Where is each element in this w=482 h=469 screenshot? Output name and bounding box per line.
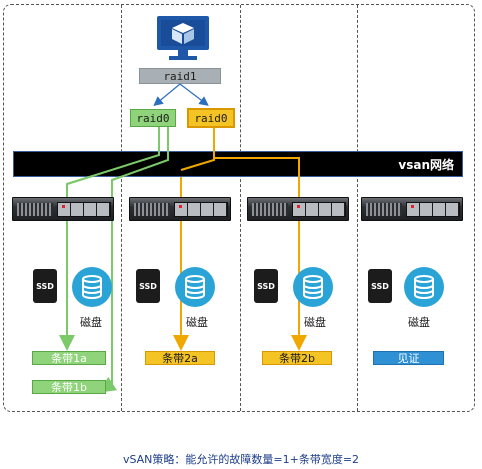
server-icon [129, 197, 231, 221]
ssd-icon: SSD [33, 269, 57, 303]
vsan-network-bar: vsan网络 [13, 151, 463, 177]
host-divider-1 [121, 5, 122, 411]
witness: 见证 [373, 351, 444, 365]
server-icon [247, 197, 349, 221]
raid0-green-box: raid0 [130, 109, 176, 127]
raid1-box: raid1 [139, 68, 221, 84]
policy-caption: vSAN策略：能允许的故障数量=1+条带宽度=2 [122, 453, 360, 466]
ssd-icon: SSD [254, 269, 278, 303]
disk-label: 磁盘 [186, 316, 208, 329]
server-icon [12, 197, 114, 221]
vsan-network-label: vsan网络 [398, 158, 454, 172]
cluster-frame [3, 4, 475, 412]
raid0-yellow-box: raid0 [187, 108, 235, 128]
ssd-icon: SSD [368, 269, 392, 303]
vm-monitor-icon [157, 16, 209, 60]
disk-icon [72, 267, 112, 307]
disk-label: 磁盘 [80, 316, 102, 329]
ssd-icon: SSD [136, 269, 160, 303]
host-divider-3 [357, 5, 358, 411]
stripe-1a: 条带1a [32, 351, 106, 365]
stripe-2b: 条带2b [262, 351, 332, 365]
disk-icon [404, 267, 444, 307]
host-divider-2 [240, 5, 241, 411]
disk-label: 磁盘 [408, 316, 430, 329]
stripe-2a: 条带2a [145, 351, 215, 365]
stripe-1b: 条带1b [32, 380, 106, 394]
disk-label: 磁盘 [304, 316, 326, 329]
disk-icon [293, 267, 333, 307]
server-icon [361, 197, 463, 221]
disk-icon [175, 267, 215, 307]
